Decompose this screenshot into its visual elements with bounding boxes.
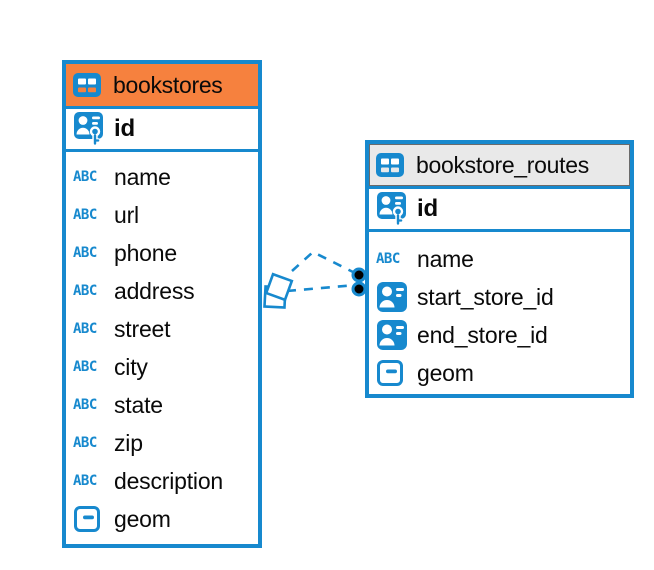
column-row-geom[interactable]: geom [369, 354, 630, 392]
text-type-icon: ABC [73, 207, 97, 223]
column-label: geom [417, 359, 474, 386]
column-row-name[interactable]: ABC name [369, 240, 630, 278]
text-type-icon: ABC [73, 283, 97, 299]
table-bookstore-routes[interactable]: bookstore_routes id ABC [365, 140, 634, 398]
column-row-geom[interactable]: geom [66, 500, 258, 538]
primary-key-row[interactable]: id [369, 189, 630, 232]
column-label: name [114, 163, 171, 190]
text-type-icon: ABC [73, 245, 97, 261]
column-label: street [114, 315, 171, 342]
column-label: id [114, 115, 135, 142]
relationship-target-dot-marker[interactable] [351, 267, 367, 297]
column-label: name [417, 245, 474, 272]
text-type-icon: ABC [376, 251, 400, 267]
column-label: zip [114, 429, 143, 456]
column-label: id [417, 195, 438, 222]
column-label: url [114, 201, 139, 228]
table-bookstores[interactable]: bookstores id ABC [62, 60, 262, 548]
table-icon [72, 72, 105, 98]
column-label: start_store_id [417, 283, 554, 310]
table-title: bookstore_routes [416, 151, 589, 178]
column-row-zip[interactable]: ABC zip [66, 424, 258, 462]
text-type-icon: ABC [73, 359, 97, 375]
relationship-source-diamond-marker[interactable] [263, 272, 294, 309]
column-row-description[interactable]: ABC description [66, 462, 258, 500]
column-label: address [114, 277, 195, 304]
text-type-icon: ABC [73, 321, 97, 337]
relationship-line-lower [286, 283, 357, 293]
column-label: end_store_id [417, 321, 548, 348]
column-label: state [114, 391, 163, 418]
columns-list: ABC name start_store_id [369, 232, 630, 392]
table-bookstores-header[interactable]: bookstores [66, 64, 258, 109]
column-row-city[interactable]: ABC city [66, 348, 258, 386]
relationship-link-group[interactable] [263, 250, 367, 309]
column-row-phone[interactable]: ABC phone [66, 234, 258, 272]
primary-key-row[interactable]: id [66, 109, 258, 152]
text-type-icon: ABC [73, 473, 97, 489]
column-row-url[interactable]: ABC url [66, 196, 258, 234]
text-type-icon: ABC [73, 397, 97, 413]
reference-type-icon [376, 319, 409, 351]
column-label: description [114, 467, 224, 494]
column-label: city [114, 353, 148, 380]
table-bookstore-routes-header[interactable]: bookstore_routes [369, 144, 630, 189]
geometry-type-icon [73, 505, 106, 533]
column-row-start_store_id[interactable]: start_store_id [369, 278, 630, 316]
text-type-icon: ABC [73, 435, 97, 451]
table-icon [375, 152, 408, 178]
reference-type-icon [376, 281, 409, 313]
primary-key-icon [73, 111, 106, 147]
text-type-icon: ABC [73, 169, 97, 185]
column-row-street[interactable]: ABC street [66, 310, 258, 348]
columns-list: ABC name ABC url ABC phone ABC address A… [66, 152, 258, 538]
geometry-type-icon [376, 359, 409, 387]
column-label: geom [114, 505, 171, 532]
table-title: bookstores [113, 71, 223, 98]
column-row-state[interactable]: ABC state [66, 386, 258, 424]
column-row-name[interactable]: ABC name [66, 158, 258, 196]
column-label: phone [114, 239, 177, 266]
column-row-address[interactable]: ABC address [66, 272, 258, 310]
primary-key-icon [376, 191, 409, 227]
column-row-end_store_id[interactable]: end_store_id [369, 316, 630, 354]
relationship-line-upper [291, 250, 358, 276]
